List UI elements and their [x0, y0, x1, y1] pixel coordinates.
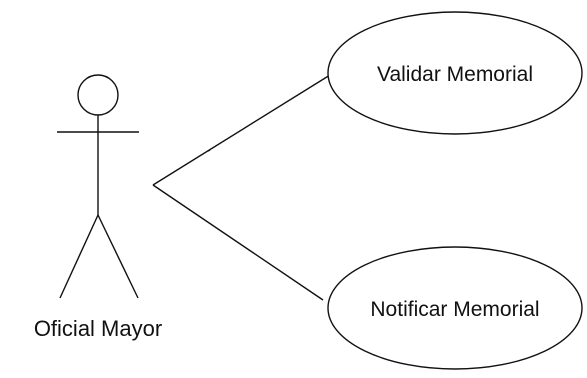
- actor-left-leg: [59, 214, 99, 299]
- actor-name: Oficial Mayor: [34, 316, 162, 341]
- use-case-notificar-memorial: Notificar Memorial: [327, 246, 583, 370]
- use-case-validar-memorial: Validar Memorial: [327, 11, 583, 135]
- use-case-ellipse: [327, 246, 583, 370]
- association-notificar-memorial: [152, 184, 324, 301]
- actor-stick-figure: [57, 74, 139, 299]
- actor-head: [77, 74, 119, 116]
- use-case-label: Validar Memorial: [377, 63, 533, 86]
- association-tick-mark: [207, 149, 211, 152]
- use-case-ellipse: [327, 11, 583, 135]
- association-lines: [152, 74, 331, 301]
- association-validar-memorial: [152, 74, 331, 186]
- use-case-label: Notificar Memorial: [370, 298, 539, 321]
- actor-right-leg: [97, 214, 139, 299]
